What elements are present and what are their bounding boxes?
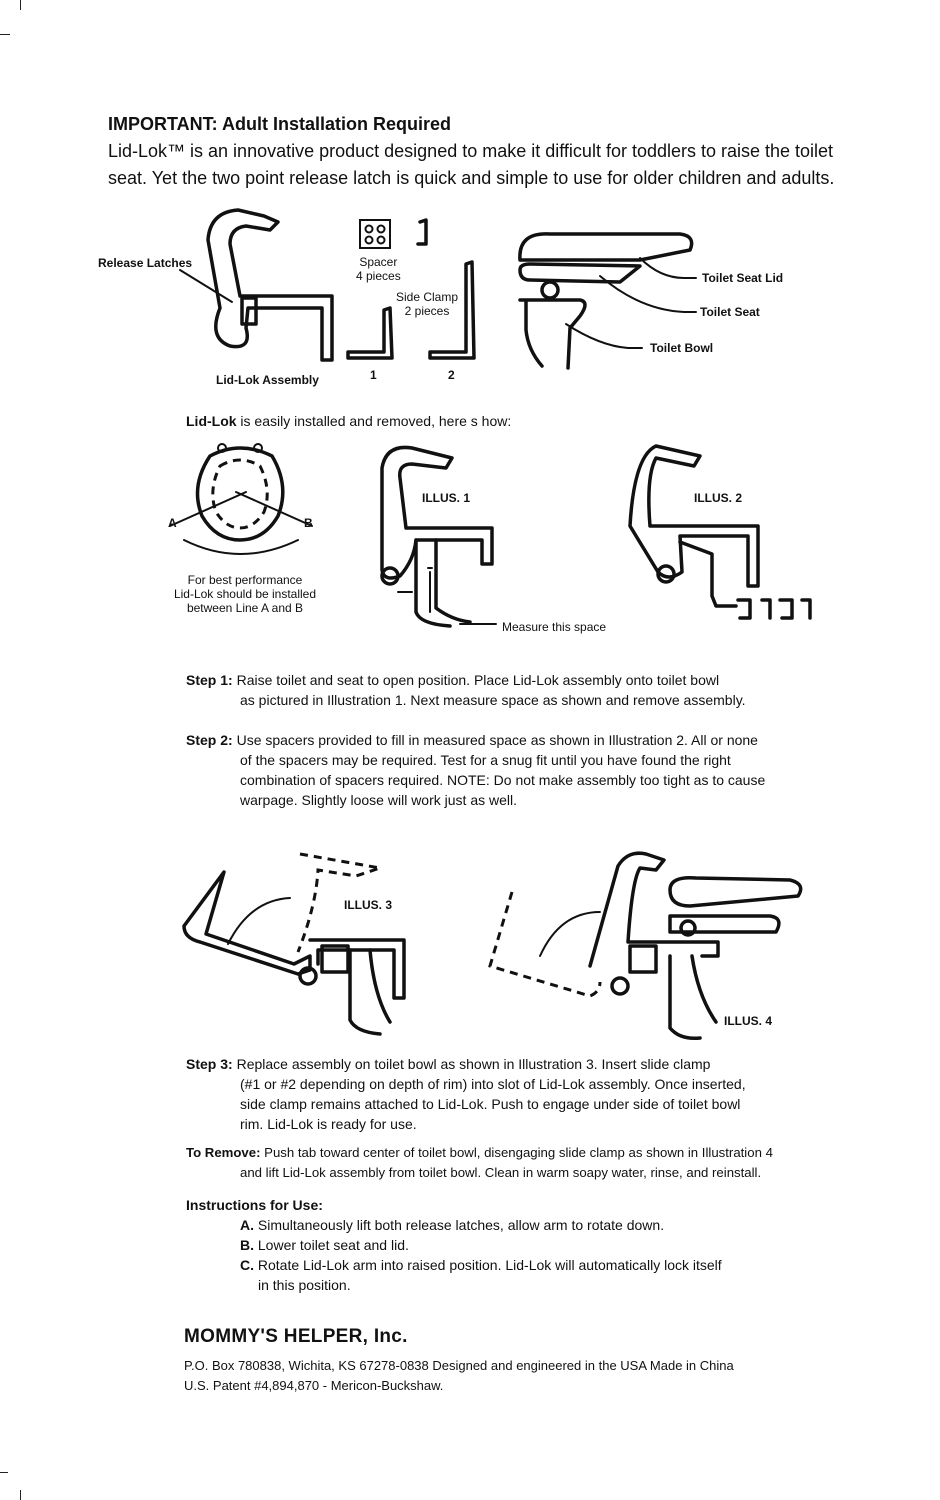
intro-line-1: Lid-Lok™ is an innovative product design… — [108, 141, 834, 161]
best-note-line-2: Lid-Lok should be installed — [173, 587, 317, 601]
step-1-line-2: as pictured in Illustration 1. Next meas… — [240, 692, 746, 708]
step-3-line-2: (#1 or #2 depending on depth of rim) int… — [240, 1076, 746, 1092]
crop-mark-bottom — [20, 1490, 21, 1500]
footer-address: P.O. Box 780838, Wichita, KS 67278-0838 … — [184, 1358, 734, 1373]
best-note-line-1: For best performance — [187, 573, 303, 587]
remove-line-2: and lift Lid-Lok assembly from toilet bo… — [240, 1165, 762, 1180]
step-3-line-3: side clamp remains attached to Lid-Lok. … — [240, 1096, 741, 1112]
step-1-key: Step 1: — [186, 672, 233, 688]
best-note-line-3: between Line A and B — [186, 601, 304, 615]
side-clamp-count: 2 pieces — [404, 304, 450, 318]
spacer-label: Spacer 4 pieces — [356, 255, 401, 283]
illus-1-label: ILLUS. 1 — [422, 491, 471, 505]
company-name: MOMMY'S HELPER, Inc. — [184, 1326, 408, 1347]
usage-b-text: Lower toilet seat and lid. — [257, 1237, 409, 1253]
line-a-label: A — [168, 516, 177, 530]
spacer-count: 4 pieces — [356, 269, 401, 283]
best-performance-note: For best performance Lid-Lok should be i… — [170, 573, 320, 615]
illus-3-label: ILLUS. 3 — [344, 898, 393, 912]
line-b-label: B — [304, 516, 313, 530]
page-title: IMPORTANT: Adult Installation Required — [108, 114, 451, 134]
install-diagrams — [169, 443, 812, 628]
footer-patent: U.S. Patent #4,894,870 - Mericon-Bucksha… — [184, 1378, 444, 1393]
usage-instructions: Instructions for Use: A. Simultaneously … — [186, 1195, 806, 1295]
install-intro: Lid-Lok is easily installed and removed,… — [186, 411, 511, 431]
install-intro-text: is easily installed and removed, here s … — [236, 413, 512, 429]
step-3: Step 3: Replace assembly on toilet bowl … — [186, 1054, 806, 1134]
crop-mark-bottom-left — [0, 1472, 8, 1473]
remove-line-1: Push tab toward center of toilet bowl, d… — [264, 1145, 773, 1160]
illus-2-label: ILLUS. 2 — [694, 491, 743, 505]
toilet-seat-label: Toilet Seat — [700, 305, 760, 319]
intro-line-2: seat. Yet the two point release latch is… — [108, 168, 835, 188]
usage-title: Instructions for Use: — [186, 1197, 323, 1213]
crop-mark-left — [0, 34, 10, 35]
parts-diagram — [179, 208, 697, 370]
toilet-seat-lid-label: Toilet Seat Lid — [702, 271, 784, 285]
clamp-number-1: 1 — [370, 368, 377, 382]
release-latches-label: Release Latches — [98, 256, 193, 270]
usage-item-b: B. Lower toilet seat and lid. — [186, 1235, 806, 1255]
assembly-label: Lid-Lok Assembly — [216, 373, 319, 387]
step-2-line-1: Use spacers provided to fill in measured… — [236, 732, 758, 748]
step-2-line-2: of the spacers may be required. Test for… — [240, 752, 731, 768]
step-1-line-1: Raise toilet and seat to open position. … — [236, 672, 720, 688]
illus-3-4-diagrams — [182, 851, 803, 1041]
toilet-bowl-label: Toilet Bowl — [650, 341, 714, 355]
step-3-line-4: rim. Lid-Lok is ready for use. — [240, 1116, 417, 1132]
usage-item-a: A. Simultaneously lift both release latc… — [186, 1215, 806, 1235]
step-2-line-4: warpage. Slightly loose will work just a… — [240, 792, 517, 808]
side-clamp-name: Side Clamp — [396, 290, 459, 304]
remove-key: To Remove: — [186, 1145, 261, 1160]
usage-c-key: C. — [240, 1257, 254, 1273]
remove-instructions: To Remove: Push tab toward center of toi… — [186, 1143, 826, 1183]
side-clamp-label: Side Clamp 2 pieces — [396, 290, 458, 318]
usage-b-key: B. — [240, 1237, 254, 1253]
step-2-line-3: combination of spacers required. NOTE: D… — [240, 772, 766, 788]
clamp-number-2: 2 — [448, 368, 455, 382]
measure-space-label: Measure this space — [502, 620, 607, 634]
step-3-key: Step 3: — [186, 1056, 233, 1072]
step-1: Step 1: Raise toilet and seat to open po… — [186, 670, 806, 710]
step-3-line-1: Replace assembly on toilet bowl as shown… — [236, 1056, 711, 1072]
step-2-key: Step 2: — [186, 732, 233, 748]
usage-c-text-1: Rotate Lid-Lok arm into raised position.… — [257, 1257, 722, 1273]
step-2: Step 2: Use spacers provided to fill in … — [186, 730, 806, 810]
intro-paragraph: Lid-Lok™ is an innovative product design… — [108, 138, 868, 192]
usage-a-key: A. — [240, 1217, 254, 1233]
spacer-name: Spacer — [359, 255, 398, 269]
install-intro-bold: Lid-Lok — [186, 413, 237, 429]
usage-c-text-2: in this position. — [258, 1277, 351, 1293]
usage-a-text: Simultaneously lift both release latches… — [257, 1217, 665, 1233]
usage-item-c: C. Rotate Lid-Lok arm into raised positi… — [186, 1255, 806, 1275]
crop-mark-top — [20, 0, 21, 10]
illus-4-label: ILLUS. 4 — [724, 1014, 773, 1028]
